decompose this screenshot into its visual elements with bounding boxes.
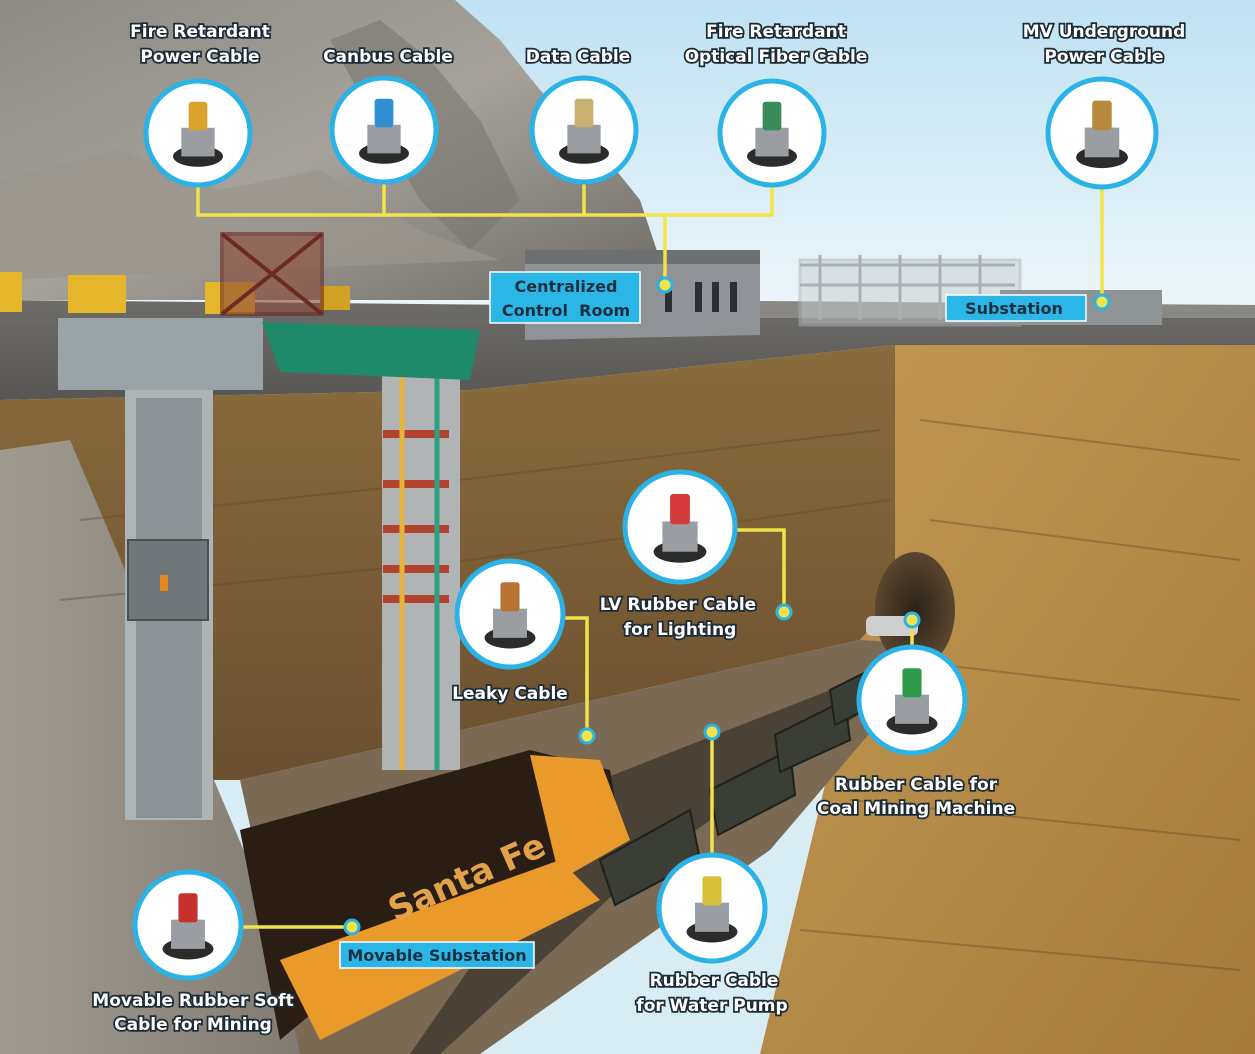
- miner-figure: [160, 575, 168, 591]
- cable-body: [567, 124, 601, 154]
- cable-core: [188, 101, 208, 131]
- substation-label-text: Substation: [965, 299, 1063, 318]
- label-mv-underground-power-cable-2: Power Cable: [1044, 47, 1163, 67]
- badge-data-cable: [529, 75, 639, 185]
- control-room-label-line2: Control Room: [502, 301, 630, 320]
- label-fire-retardant-optical-fiber-cable-2: Optical Fiber Cable: [685, 47, 868, 67]
- label-rubber-cable-coal-mining-2: Coal Mining Machine: [817, 799, 1015, 819]
- cable-badges: [132, 75, 1159, 981]
- cable-body: [755, 127, 789, 157]
- substation-label: Substation: [945, 294, 1087, 322]
- badge-movable-rubber-soft-cable-for-mining: [132, 869, 244, 981]
- label-fire-retardant-power-cable-1: Fire Retardant: [130, 22, 270, 42]
- label-rubber-cable-coal-mining-1: Rubber Cable for: [835, 775, 998, 795]
- control-room-label: Centralized Control Room: [489, 271, 641, 324]
- shaft-ladder: [383, 430, 449, 603]
- coal-hopper: [262, 322, 480, 380]
- pit-right-wall: [760, 345, 1255, 1054]
- cable-body: [367, 124, 401, 154]
- tunnel-mouth: [875, 552, 955, 668]
- cable-core: [762, 101, 782, 131]
- label-lv-rubber-cable-for-lighting-1: LV Rubber Cable: [600, 595, 756, 615]
- cable-body: [171, 919, 205, 949]
- cable-core: [702, 876, 722, 906]
- cable-core: [1092, 100, 1112, 131]
- label-rubber-cable-water-pump-1: Rubber Cable: [650, 971, 779, 991]
- badge-rubber-cable-for-water-pump: [656, 852, 768, 964]
- control-room-label-line1: Centralized: [515, 277, 618, 296]
- label-lv-rubber-cable-for-lighting-2: for Lighting: [624, 620, 737, 640]
- cable-core: [902, 668, 922, 698]
- connector-dots: [343, 276, 1111, 936]
- badge-leaky-cable: [454, 558, 566, 670]
- badge-fire-retardant-power-cable: [143, 78, 253, 188]
- movable-substation-label: Movable Substation: [339, 941, 535, 969]
- badge-rubber-cable-for-coal-mining-machine: [856, 644, 968, 756]
- label-leaky-cable: Leaky Cable: [452, 684, 568, 704]
- cable-core: [670, 494, 690, 525]
- movable-substation-label-text: Movable Substation: [347, 946, 526, 965]
- cable-body: [1084, 127, 1120, 158]
- label-mv-underground-power-cable-1: MV Underground: [1023, 22, 1186, 42]
- cable-body: [895, 694, 929, 724]
- cable-body: [662, 521, 698, 552]
- cable-body: [181, 127, 215, 157]
- label-data-cable: Data Cable: [526, 47, 631, 67]
- label-movable-rubber-soft-cable-1: Movable Rubber Soft: [92, 991, 293, 1011]
- cable-names: Fire Retardant Power Cable Canbus Cable …: [91, 20, 1188, 1037]
- cable-core: [178, 893, 198, 923]
- label-movable-rubber-soft-cable-2: Cable for Mining: [114, 1015, 272, 1035]
- label-fire-retardant-power-cable-2: Power Cable: [140, 47, 259, 67]
- cable-core: [500, 582, 520, 612]
- badge-canbus-cable: [329, 75, 439, 185]
- cable-core: [374, 98, 394, 128]
- cable-core: [574, 98, 594, 128]
- badge-fire-retardant-optical-fiber-cable: [717, 78, 827, 188]
- connector-lines: [196, 180, 1104, 929]
- badge-mv-underground-power-cable: [1045, 76, 1159, 190]
- label-rubber-cable-water-pump-2: for Water Pump: [636, 996, 787, 1016]
- substation-structure: [798, 255, 1022, 327]
- label-fire-retardant-optical-fiber-cable-1: Fire Retardant: [706, 22, 846, 42]
- headframe-building: [58, 318, 263, 390]
- headframe-tower: [220, 232, 324, 316]
- cable-body: [493, 608, 527, 638]
- label-canbus-cable: Canbus Cable: [323, 47, 453, 67]
- cable-body: [695, 902, 729, 932]
- rail-track: [410, 655, 935, 1054]
- badge-lv-rubber-cable-for-lighting: [622, 469, 738, 585]
